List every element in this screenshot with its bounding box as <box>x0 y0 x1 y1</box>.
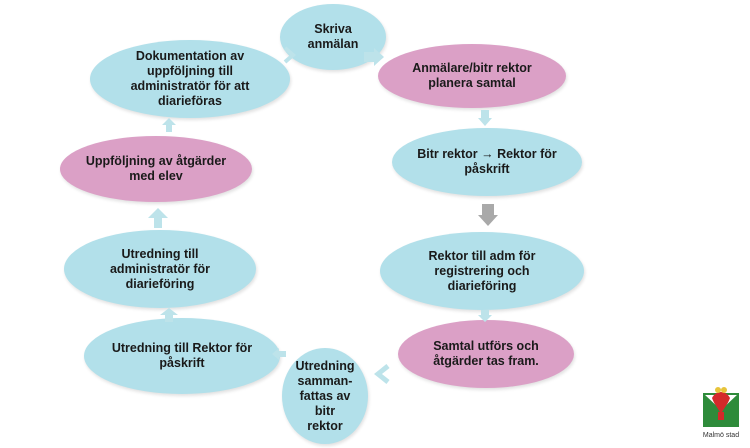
node-label: Samtal utförs och åtgärder tas fram. <box>433 339 539 368</box>
node-label: Utredning till administratör för diarief… <box>109 246 210 291</box>
node-utredning-till-rektor: Utredning till Rektor för påskrift <box>84 318 280 394</box>
node-utredning-sammanfattas: Utredning samman- fattas av bitr rektor <box>282 348 368 444</box>
node-label: Uppföljning av åtgärder med elev <box>85 154 227 183</box>
node-bitr-rektor-till-rektor: Bitr rektor → Rektor för påskrift <box>392 128 582 196</box>
node-uppfoljning-av-atgarder: Uppföljning av åtgärder med elev <box>60 136 252 202</box>
arrow-bitr-rektor-to-rektor-adm <box>478 204 498 226</box>
node-label: Utredning samman- fattas av bitr rektor <box>295 358 355 433</box>
node-label: Dokumentation av uppföljning till admini… <box>130 49 250 108</box>
arrow-administrator-to-uppfoljning <box>148 208 168 228</box>
malmo-stad-logo: Malmö stad <box>698 384 744 444</box>
node-label: Bitr rektor → Rektor för påskrift <box>417 147 557 176</box>
node-rektor-till-adm: Rektor till adm för registrering och dia… <box>380 232 584 310</box>
arrow-samtal-to-sammanfattas <box>374 364 394 384</box>
node-label: Skriva anmälan <box>307 22 359 51</box>
node-dokumentation-av-uppfoljning: Dokumentation av uppföljning till admini… <box>90 40 290 118</box>
griffin-crest-icon <box>703 387 739 427</box>
node-label: Rektor till adm för registrering och dia… <box>428 248 536 293</box>
node-label: Utredning till Rektor för påskrift <box>111 341 253 370</box>
node-planera-samtal: Anmälare/bitr rektor planera samtal <box>378 44 566 108</box>
node-label: Anmälare/bitr rektor planera samtal <box>412 61 532 90</box>
logo-text: Malmö stad <box>702 432 740 439</box>
node-skriva-anmalan: Skriva anmälan <box>280 4 386 70</box>
node-samtal-utfors: Samtal utförs och åtgärder tas fram. <box>398 320 574 388</box>
node-utredning-till-administrator: Utredning till administratör för diarief… <box>64 230 256 308</box>
arrow-uppfoljning-to-dokumentation <box>162 118 176 132</box>
arrow-sammanfattas-to-utredning-rektor <box>272 348 286 360</box>
arrow-skriva-to-planera <box>364 48 384 66</box>
arrow-utredning-rektor-to-administrator <box>160 308 178 322</box>
arrow-planera-to-bitr-rektor <box>478 110 492 126</box>
arrow-dokumentation-to-skriva <box>282 46 296 64</box>
arrow-rektor-adm-to-samtal <box>478 310 492 322</box>
